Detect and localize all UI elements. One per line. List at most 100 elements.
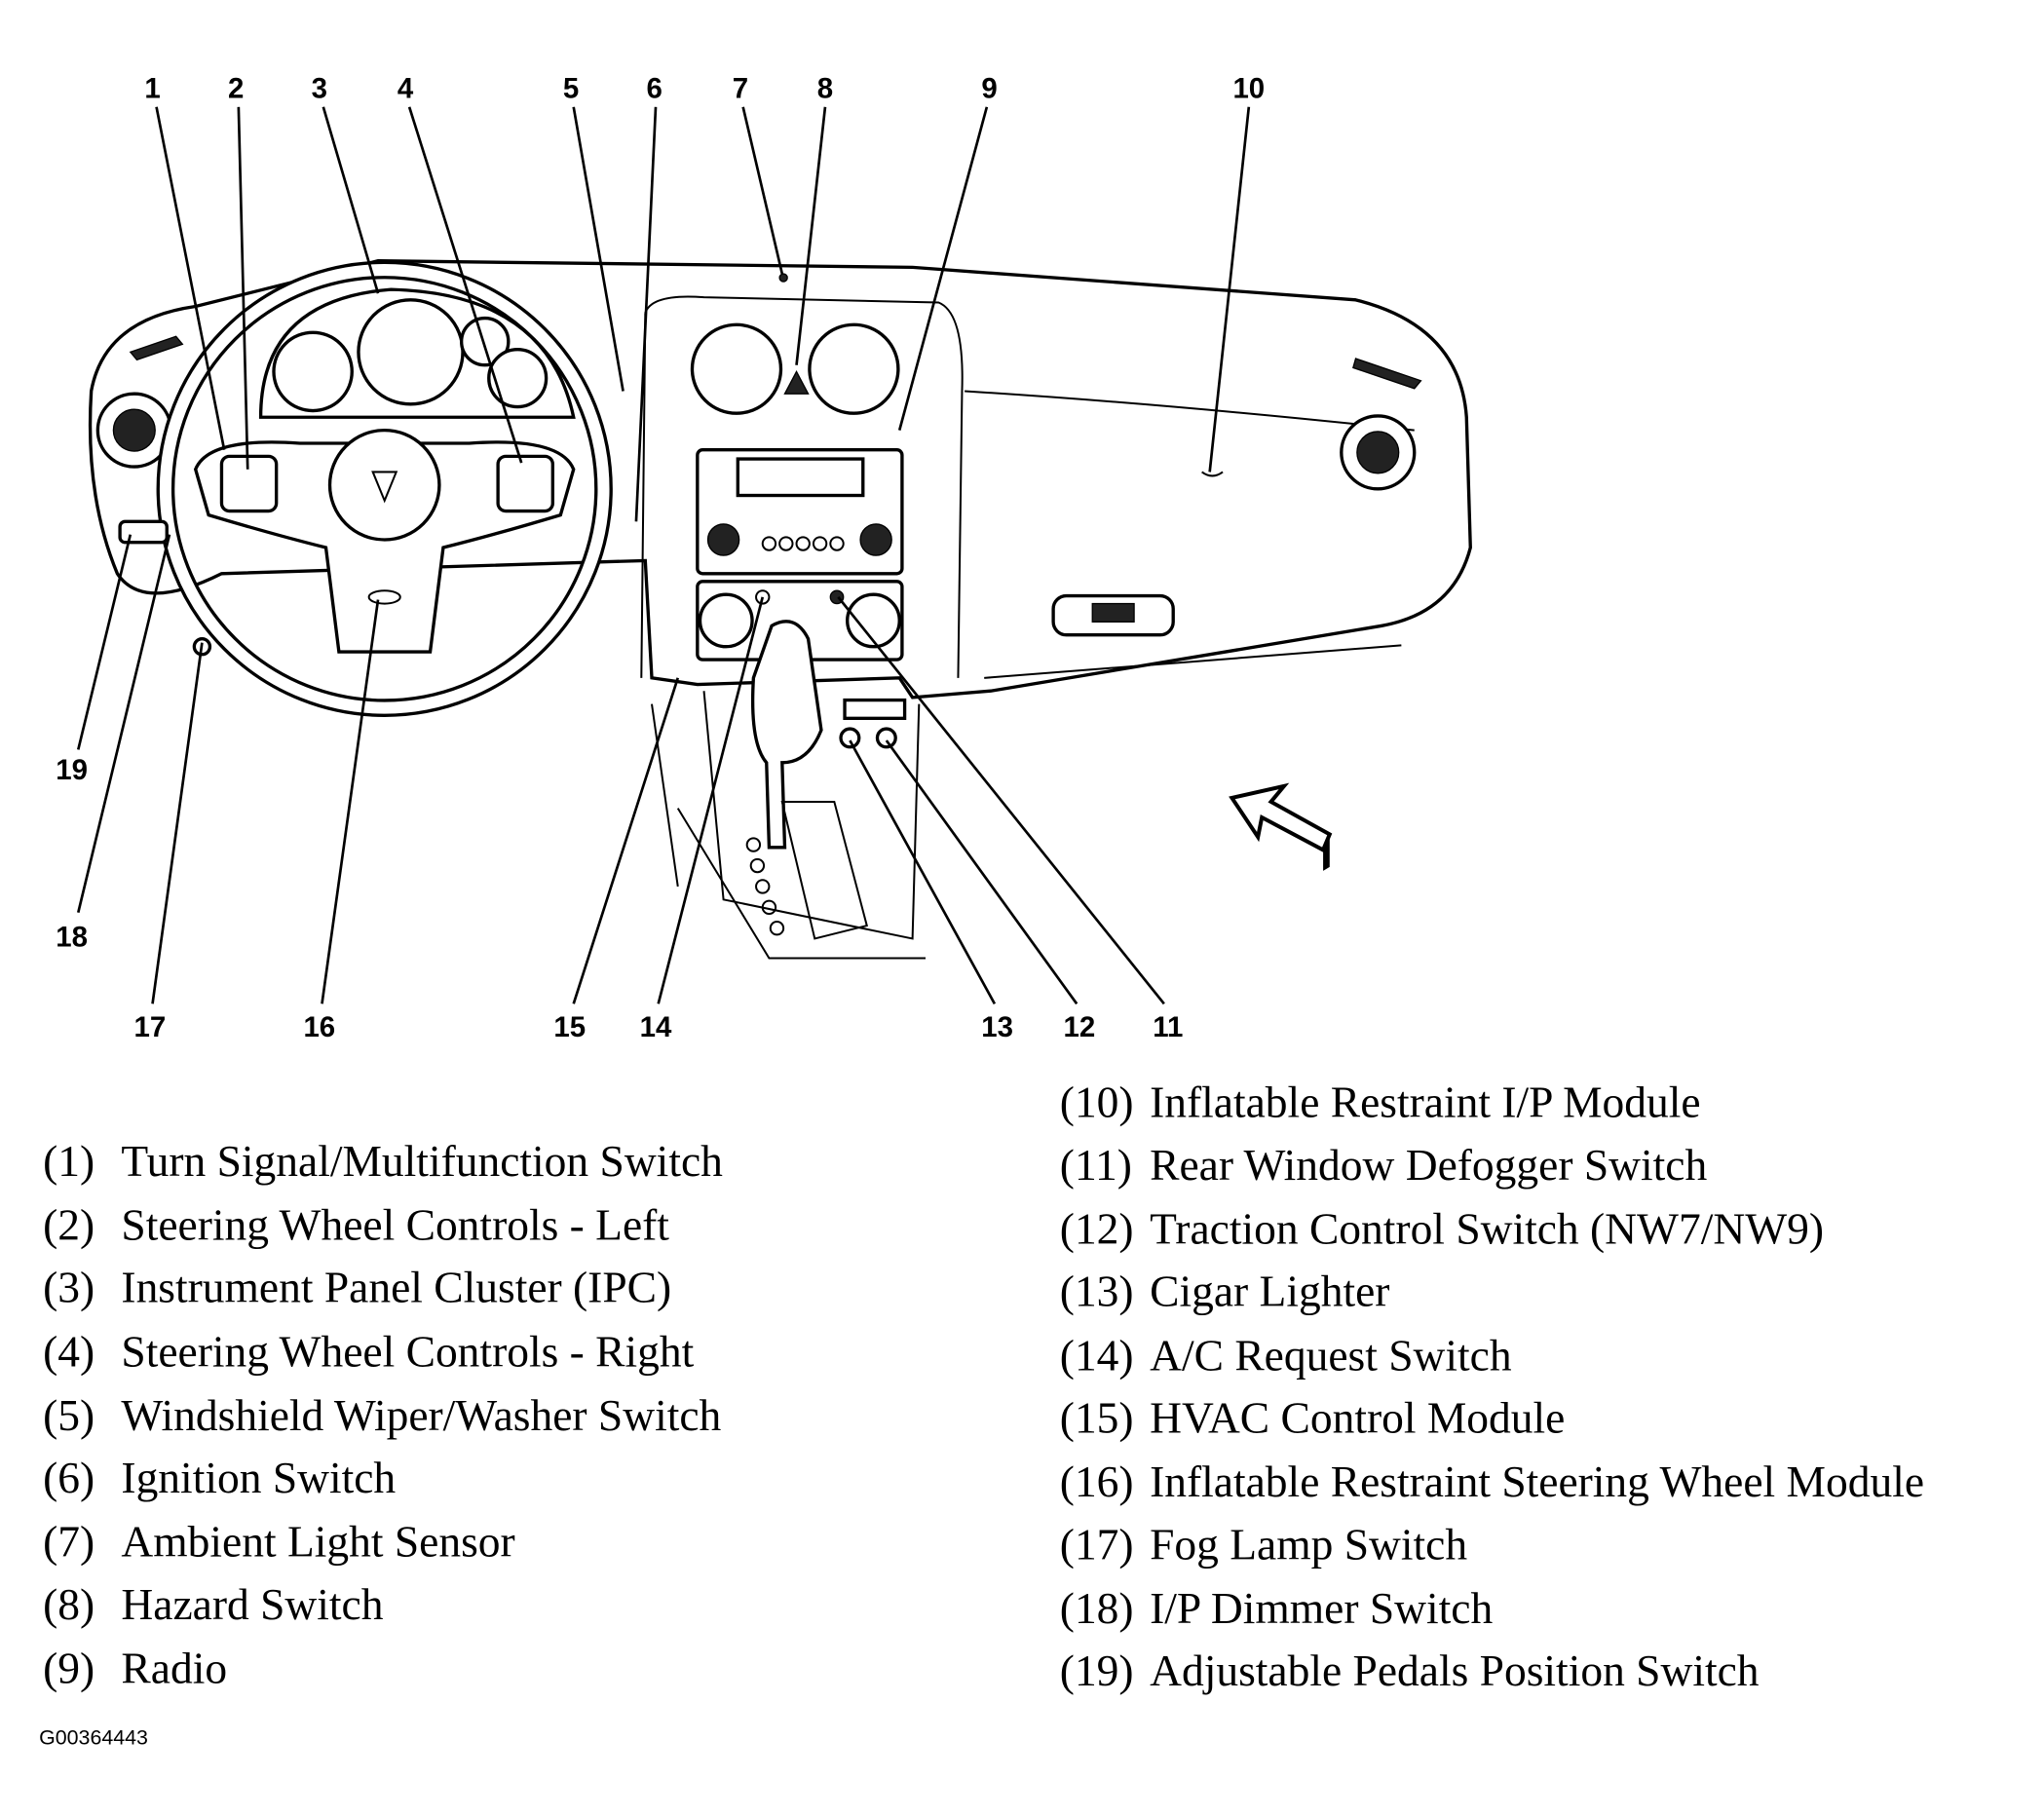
legend-item-5: (5)Windshield Wiper/Washer Switch	[43, 1390, 721, 1440]
shift-gate	[780, 800, 869, 940]
leader-line-3	[322, 106, 380, 294]
legend-item-7: (7)Ambient Light Sensor	[43, 1517, 515, 1567]
legend-item-18: (18)I/P Dimmer Switch	[1060, 1583, 1494, 1633]
callout-16: 16	[303, 1011, 335, 1043]
legend-item-16: (16)Inflatable Restraint Steering Wheel …	[1060, 1457, 1924, 1506]
center-vent-right	[808, 322, 900, 415]
radio-right-knob	[859, 523, 892, 556]
legend-item-9: (9)Radio	[43, 1643, 227, 1692]
legend-item-3: (3)Instrument Panel Cluster (IPC)	[43, 1263, 671, 1312]
leader-line-14	[657, 596, 765, 1004]
callout-5: 5	[563, 72, 579, 104]
legend-item-6: (6)Ignition Switch	[43, 1453, 396, 1502]
forward-arrow-icon	[1229, 782, 1333, 853]
center-vent-left	[690, 322, 783, 415]
radio-left-knob	[706, 523, 740, 556]
brand-emblem	[371, 471, 398, 504]
callout-4: 4	[397, 72, 414, 104]
legend-item-8: (8)Hazard Switch	[43, 1579, 384, 1629]
legend-item-2: (2)Steering Wheel Controls - Left	[43, 1200, 669, 1250]
callout-1: 1	[144, 72, 160, 104]
callout-7: 7	[733, 72, 748, 104]
ambient-light-sensor	[778, 273, 788, 283]
steering-wheel-hub	[327, 428, 441, 542]
callout-14: 14	[640, 1011, 672, 1043]
callout-17: 17	[134, 1011, 167, 1043]
horn-badge	[367, 589, 401, 605]
leader-line-6	[634, 106, 658, 522]
leader-line-16	[321, 599, 380, 1004]
right-wheel-controls	[496, 454, 554, 513]
steering-wheel-rim-inner	[159, 264, 610, 714]
figure-id: G00364443	[39, 1725, 148, 1749]
forward-arrow-shadow	[1323, 834, 1330, 871]
leader-line-13	[849, 739, 997, 1004]
left-switch-panel	[118, 519, 169, 545]
legend-item-12: (12)Traction Control Switch (NW7/NW9)	[1060, 1204, 1824, 1254]
glovebox-latch	[1091, 602, 1135, 623]
callout-19: 19	[56, 754, 88, 786]
leader-line-7	[741, 106, 784, 275]
console-tray	[843, 698, 907, 720]
center-console-outline	[640, 295, 964, 678]
leader-line-18	[76, 534, 171, 913]
callout-numbers: 1 2 3 4 5 6 7 8 9 10 11 12 13 14 15 16 1…	[56, 72, 1265, 1042]
glovebox-outline	[965, 390, 1415, 679]
callout-10: 10	[1232, 72, 1265, 104]
hazard-button	[783, 369, 810, 395]
cigar-lighter	[839, 727, 861, 749]
right-air-vent-louvers	[1356, 431, 1400, 474]
callout-18: 18	[56, 921, 88, 953]
leader-line-15	[572, 677, 680, 1004]
gear-shifter	[750, 620, 823, 850]
callout-11: 11	[1153, 1011, 1183, 1043]
radio-display	[736, 457, 865, 498]
callout-13: 13	[981, 1011, 1013, 1043]
leader-line-5	[572, 106, 625, 392]
hvac-left-dial	[698, 592, 754, 649]
console-lower	[651, 691, 926, 960]
legend-item-10: (10)Inflatable Restraint I/P Module	[1060, 1078, 1701, 1127]
traction-control-switch	[875, 727, 897, 749]
legend-item-19: (19)Adjustable Pedals Position Switch	[1060, 1646, 1760, 1695]
legend-item-14: (14)A/C Request Switch	[1060, 1330, 1512, 1380]
legend-item-4: (4)Steering Wheel Controls - Right	[43, 1326, 694, 1376]
steering-wheel-spokes	[193, 440, 576, 654]
leader-line-11	[837, 596, 1165, 1005]
callout-6: 6	[646, 72, 662, 104]
callout-2: 2	[228, 72, 244, 104]
radio-preset-buttons	[761, 536, 845, 551]
left-defrost-vent	[129, 335, 184, 361]
temp-gauge	[487, 347, 549, 409]
leader-line-9	[897, 106, 989, 431]
leader-line-8	[795, 106, 827, 365]
left-air-vent-louvers	[112, 408, 156, 452]
hvac-right-dial	[846, 592, 901, 649]
leader-line-10	[1208, 106, 1251, 473]
left-wheel-controls	[219, 454, 279, 513]
callout-12: 12	[1064, 1011, 1096, 1043]
leader-lines	[76, 106, 1251, 1005]
legend-right-column: (10)Inflatable Restraint I/P Module (11)…	[1060, 1078, 1924, 1695]
speedometer-gauge	[357, 298, 465, 406]
legend-item-15: (15)HVAC Control Module	[1060, 1393, 1566, 1443]
leader-line-17	[151, 642, 204, 1004]
callout-3: 3	[312, 72, 327, 104]
airbag-seam	[1201, 471, 1224, 477]
leader-line-1	[155, 106, 226, 450]
tachometer-gauge	[272, 330, 354, 413]
leader-line-12	[885, 739, 1079, 1005]
ac-request-button	[755, 589, 771, 605]
legend-left-column: (1)Turn Signal/Multifunction Switch (2)S…	[43, 1136, 723, 1692]
legend-item-17: (17)Fog Lamp Switch	[1060, 1519, 1468, 1569]
leader-line-4	[407, 106, 523, 464]
gear-indicators	[745, 837, 785, 936]
callout-15: 15	[553, 1011, 586, 1043]
legend-item-11: (11)Rear Window Defogger Switch	[1060, 1140, 1708, 1190]
legend-item-1: (1)Turn Signal/Multifunction Switch	[43, 1136, 723, 1186]
leader-line-19	[76, 534, 132, 750]
callout-8: 8	[817, 72, 833, 104]
fuel-gauge	[459, 316, 511, 367]
right-defrost-vent	[1352, 358, 1422, 390]
